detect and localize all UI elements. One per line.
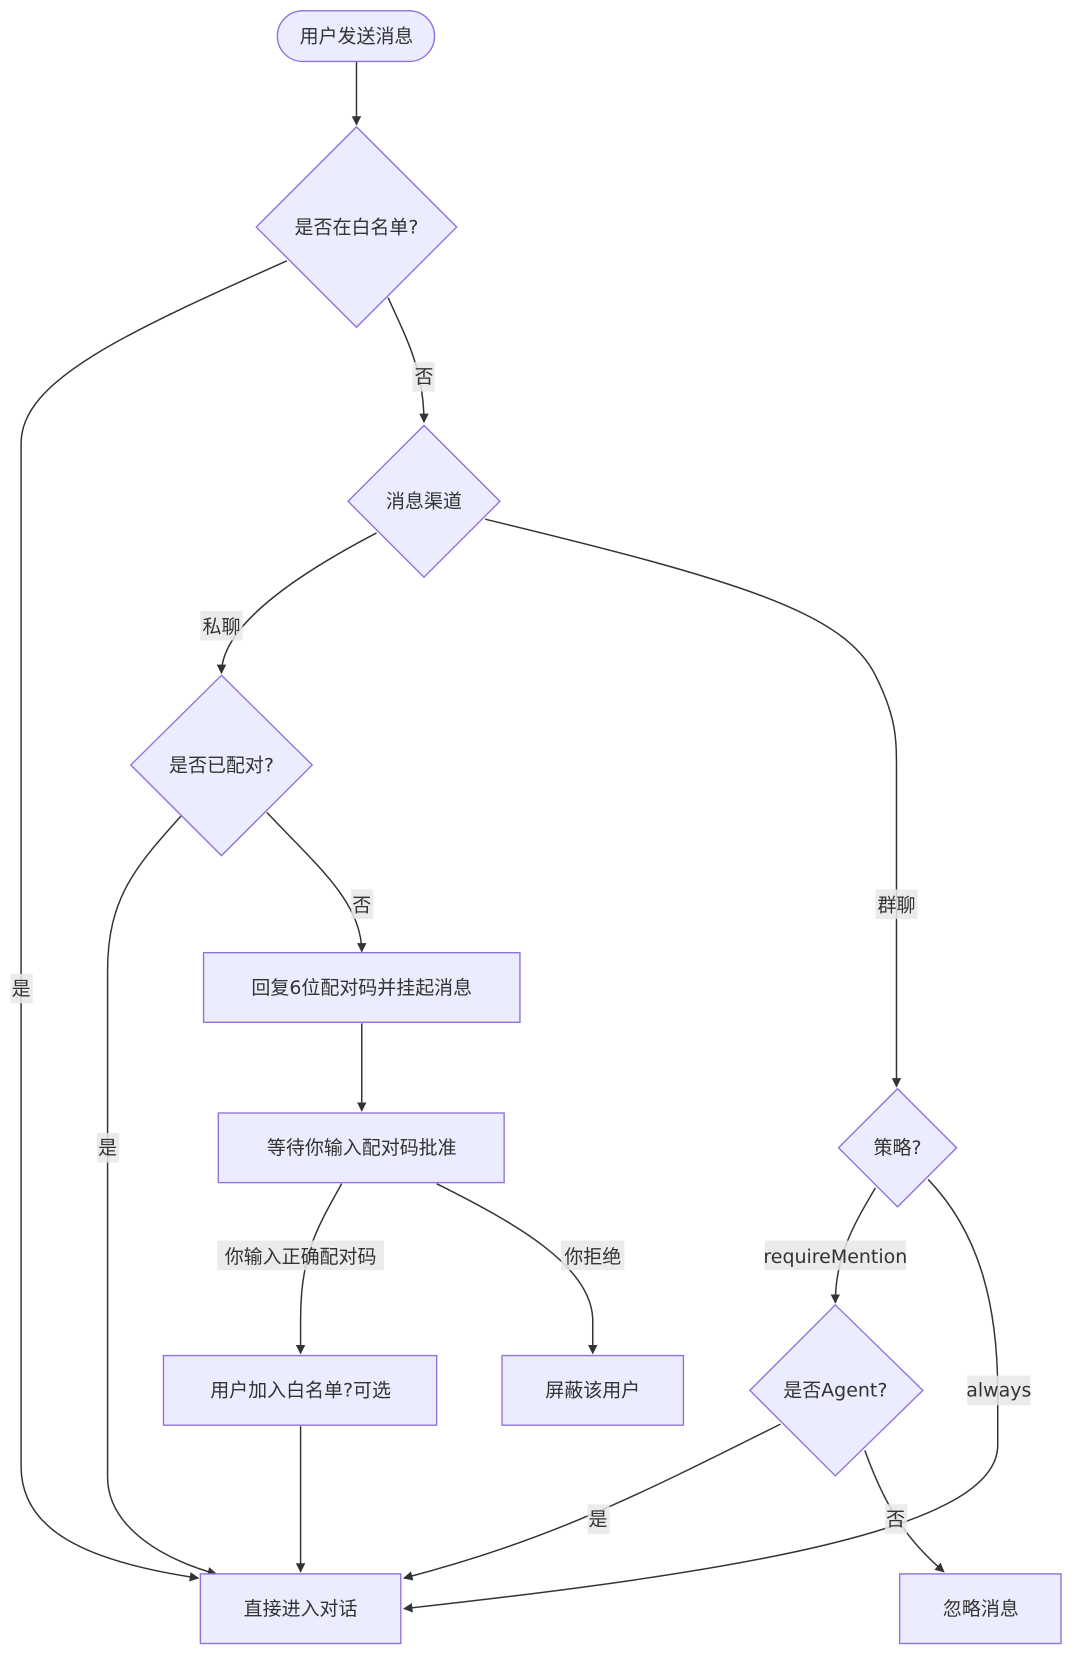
node-policy-label: 策略? [874,1137,922,1159]
edge-label-text: 是 [98,1137,117,1159]
edge-label-text: 否 [352,895,371,917]
node-ignore-label: 忽略消息 [943,1598,1019,1620]
node-reply-code-label: 回复6位配对码并挂起消息 [251,977,472,999]
node-reply-code[interactable]: 回复6位配对码并挂起消息 [202,951,521,1023]
node-enter-chat-label: 直接进入对话 [244,1598,358,1620]
node-is-agent-shape [748,1303,924,1477]
node-block-user[interactable]: 屏蔽该用户 [501,1354,685,1426]
edge-wait-block [436,1182,598,1355]
edge-label-text: always [966,1380,1031,1402]
edge-label-bg [200,610,243,641]
node-paired-label: 是否已配对? [169,754,274,776]
node-ignore-shape [898,1573,1062,1645]
edge-whitelist-enter-chat [20,260,288,1582]
edge-label-whitelist-no: 否 [412,362,435,392]
edge-channel-paired [216,532,377,675]
node-is-agent-label: 是否Agent? [783,1380,887,1402]
node-policy[interactable]: 策略? [837,1087,958,1208]
edge-label-text: 私聊 [203,616,241,638]
edge-label-bg [967,1375,1031,1406]
node-whitelist-shape [255,125,458,329]
edge-label-bg [351,889,374,919]
node-block-user-shape [501,1354,685,1426]
edge-label-bg [217,1240,384,1271]
edge-label-text: 是 [12,978,31,1000]
edge-label-bg [875,889,918,919]
node-paired-shape [129,674,314,857]
node-channel-shape [347,424,501,579]
node-whitelist-label: 是否在白名单? [295,216,419,238]
edge-label-bg [587,1504,610,1534]
edge-label-always: always [966,1375,1031,1406]
edge-label-text: 否 [414,366,433,388]
edge-label-bg [561,1240,625,1271]
edge-label-require-mention: requireMention [763,1240,907,1271]
node-add-whitelist-label: 用户加入白名单?可选 [210,1380,391,1402]
node-enter-chat[interactable]: 直接进入对话 [199,1573,402,1645]
edge-whitelist-channel [387,297,429,424]
edge-is-agent-enter-chat [403,1423,781,1581]
edge-labels: 是 否 私聊 群聊 是 否 你输入正确配对码 你拒绝 [10,362,1031,1534]
edge-label-text: 你拒绝 [564,1246,621,1268]
node-is-agent[interactable]: 是否Agent? [748,1303,924,1477]
edge-label-paired-no: 否 [351,889,374,919]
node-wait-approve[interactable]: 等待你输入配对码批准 [217,1112,505,1184]
edge-label-bg [10,973,33,1004]
edge-label-bg [884,1504,908,1534]
edge-label-private-chat: 私聊 [200,610,243,641]
node-start[interactable]: 用户发送消息 [276,10,436,63]
edge-label-agent-no: 否 [884,1504,908,1534]
edge-policy-enter-chat [403,1178,999,1613]
node-policy-shape [837,1087,958,1208]
edge-label-text: 是 [589,1508,608,1530]
edge-paired-enter-chat [106,815,218,1577]
node-wait-approve-shape [217,1112,505,1184]
node-reply-code-shape [202,951,521,1023]
node-start-label: 用户发送消息 [300,25,414,47]
edge-label-text: requireMention [763,1246,907,1268]
node-channel-label: 消息渠道 [386,491,462,513]
edge-label-correct-code: 你输入正确配对码 [217,1240,384,1271]
edge-label-whitelist-yes: 是 [10,973,33,1004]
node-add-whitelist[interactable]: 用户加入白名单?可选 [162,1354,438,1426]
node-add-whitelist-shape [162,1354,438,1426]
node-enter-chat-shape [199,1573,402,1645]
node-whitelist[interactable]: 是否在白名单? [255,125,458,329]
node-ignore[interactable]: 忽略消息 [898,1573,1062,1645]
edge-label-reject: 你拒绝 [561,1240,625,1271]
edge-label-bg [764,1240,906,1271]
edge-label-paired-yes: 是 [97,1133,120,1163]
node-wait-approve-label: 等待你输入配对码批准 [267,1137,457,1159]
node-block-user-label: 屏蔽该用户 [545,1380,640,1402]
node-channel[interactable]: 消息渠道 [347,424,501,579]
edge-label-text: 你输入正确配对码 [225,1246,377,1268]
edge-label-text: 否 [886,1508,905,1530]
node-paired[interactable]: 是否已配对? [129,674,314,857]
edge-channel-policy [484,518,902,1088]
edge-label-text: 群聊 [878,895,916,917]
edge-label-bg [412,362,435,392]
node-start-shape [276,10,436,63]
edge-label-agent-yes: 是 [587,1504,610,1534]
edge-paired-reply-code [266,811,367,953]
edge-label-group-chat: 群聊 [875,889,918,919]
edge-label-bg [97,1133,120,1163]
